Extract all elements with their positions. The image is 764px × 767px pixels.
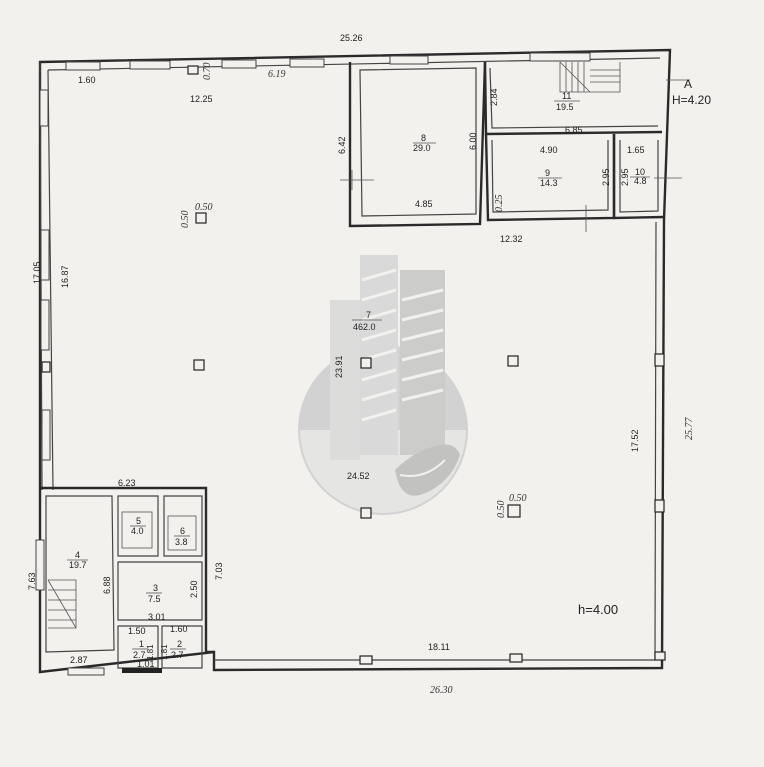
dimension-label: 3.01 [148,612,166,622]
stair-icon [559,61,621,93]
dimension-label: 4.85 [415,199,433,209]
room-label-3: 37.5 [146,583,162,604]
dimension-label: 2.84 [489,88,499,106]
dimension-label: 16.87 [60,265,70,288]
room-label-5: 54.0 [130,516,146,536]
room-label-2: 22.7 [170,639,186,660]
dimension-label: 4 [75,550,80,560]
dimension-label: 8 [421,133,426,143]
room-10-walls [612,134,665,220]
dimension-label: 24.52 [347,471,370,481]
dimension-label: 7.5 [148,594,161,604]
room-label-10: 104.8 [630,167,650,186]
dimension-label: 10 [635,167,645,177]
dimension-label: 6.88 [102,576,112,594]
dimension-label: 0.70 [202,63,213,81]
dimension-label: 12.25 [190,94,213,104]
dimension-label: 11 [562,91,571,101]
dimension-label: 0.25 [494,195,505,213]
outer-right-dim: 25.77 [684,417,695,441]
dimension-label: 19.5 [556,102,574,112]
room-label-9: 914.3 [538,168,562,188]
dimension-label: 3 [153,583,158,593]
dimension-label: 0.50 [496,501,507,519]
dimension-label: 1.65 [627,145,645,155]
dimension-label: 3.8 [175,537,188,547]
dimension-label: 2.50 [189,580,199,598]
dimension-label: 6.00 [468,132,478,150]
height-lower: h=4.00 [578,602,618,617]
dimension-label: 6.19 [268,69,286,80]
dimension-label: 12.32 [500,234,523,244]
section-markers [340,79,690,232]
room-label-7: 7 462.0 [352,310,382,332]
columns [41,65,666,665]
dimension-label: 4.90 [540,145,558,155]
dimension-label: 0.50 [509,493,527,504]
dimension-label: 7.03 [214,562,224,580]
room-label-4: 419.7 [67,550,88,570]
dimension-label: 17.05 [32,261,42,284]
dimension-label: 0.50 [195,202,213,213]
dimension-label: 9 [545,168,550,178]
top-windows [65,52,591,71]
lower-left-block [40,486,214,676]
room-8-walls [348,61,487,228]
dimension-label: 2.7 [133,650,146,660]
stair-icon [47,579,77,629]
room-label-8: 829.0 [413,133,436,153]
left-windows [35,89,51,591]
dimension-label: 7.63 [27,572,37,590]
labels: 25.26 26.30 25.77 A H=4.20 h=4.00 1.60 0… [27,33,711,696]
dimension-label: 1 [139,639,144,649]
dimension-label: 6.85 [565,125,583,135]
dimension-label: 0.50 [180,211,191,229]
dimension-label: 2 [177,639,182,649]
dimension-label: 5 [136,516,141,526]
dimension-label: 1.60 [170,624,188,634]
dimension-label: 2.95 [601,168,611,186]
dimension-label: 7 [366,310,371,320]
dimension-label: 1.60 [78,75,96,85]
dimension-label: 14.3 [540,178,558,188]
dimension-label: 1.81 [146,644,155,660]
watermark-logo [298,255,468,515]
dimension-label: 6.23 [118,478,136,488]
dimension-label: 2.95 [620,168,630,186]
room-label-1: 12.7 [132,639,148,660]
header-mark: A [684,77,692,91]
dimension-label: 4.0 [131,526,144,536]
dimension-label: 17.52 [630,429,640,452]
dimension-label: 6.42 [337,136,347,154]
dimension-label: 2.7 [171,650,184,660]
dimension-label: 2.87 [70,655,88,665]
dimension-label: 23.91 [334,355,344,378]
room-label-6: 63.8 [174,526,190,547]
dimension-label: 1.50 [128,626,146,636]
dimension-label: 1.01 [137,659,155,669]
outer-top-dim: 25.26 [340,33,363,43]
dimension-label: 18.11 [428,642,450,652]
outer-bottom-dim: 26.30 [430,685,453,696]
height-main: H=4.20 [672,93,711,107]
dimension-label: 4.8 [634,176,647,186]
room-11-walls [483,61,663,136]
dimension-label: 19.7 [69,560,87,570]
dimension-label: 29.0 [413,143,431,153]
dimension-label: 462.0 [353,322,376,332]
dimension-label: 1.81 [160,644,169,660]
dimension-label: 6 [180,526,185,536]
